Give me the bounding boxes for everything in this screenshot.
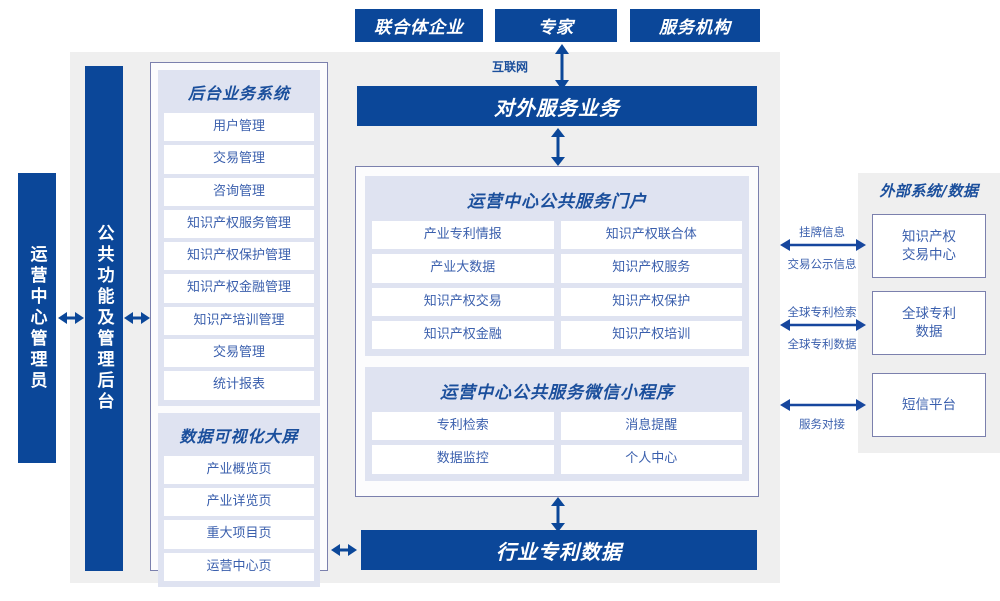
service-to-portal-arrow <box>551 128 565 166</box>
portal-item[interactable]: 知识产权联合体 <box>560 221 742 250</box>
connector-label-trade-disclosure: 交易公示信息 <box>787 257 857 271</box>
connector-arrow-sms <box>780 399 866 411</box>
list-item[interactable]: 知识产权保护管理 <box>164 242 314 271</box>
list-item[interactable]: 知识产权服务管理 <box>164 209 314 239</box>
external-service-bar[interactable]: 对外服务业务 <box>357 86 757 126</box>
group-title-public-service-portal: 运营中心公共服务门户 <box>467 192 647 212</box>
portal-item[interactable]: 产业专利情报 <box>372 221 554 250</box>
portal-service-grid: 产业专利情报 知识产权联合体 产业大数据 知识产权服务 知识产权交易 知识产权保… <box>372 221 742 350</box>
external-box-label: 全球专利数据 <box>902 305 956 340</box>
center-portal-panel: 运营中心公共服务门户 产业专利情报 知识产权联合体 产业大数据 知识产权服务 知… <box>355 166 759 497</box>
external-box-sms-platform[interactable]: 短信平台 <box>872 373 986 437</box>
miniprogram-grid: 专利检索 消息提醒 数据监控 个人中心 <box>372 412 742 474</box>
list-item[interactable]: 产业概览页 <box>164 455 314 484</box>
list-item[interactable]: 用户管理 <box>164 113 314 142</box>
list-item[interactable]: 咨询管理 <box>164 177 314 206</box>
internet-label: 互联网 <box>492 60 529 74</box>
backoffice-group-data-visualization: 数据可视化大屏 产业概览页 产业详览页 重大项目页 运营中心页 <box>158 412 320 587</box>
portal-item[interactable]: 知识产权交易 <box>372 287 554 316</box>
portal-item[interactable]: 知识产权服务 <box>560 254 742 283</box>
portal-item[interactable]: 知识产权金融 <box>372 320 554 350</box>
group-title-data-visualization: 数据可视化大屏 <box>179 426 299 446</box>
connector-label-service-docking: 服务对接 <box>799 417 845 431</box>
list-item[interactable]: 重大项目页 <box>164 520 314 549</box>
left-column-operator[interactable]: 运营中心管理员 <box>18 173 56 463</box>
backend-to-panel-arrow <box>124 312 150 324</box>
connector-arrow-ip-trading <box>780 239 866 251</box>
miniprogram-item[interactable]: 数据监控 <box>372 445 554 474</box>
external-box-label: 知识产权交易中心 <box>902 228 956 263</box>
external-box-ip-trading-center[interactable]: 知识产权交易中心 <box>872 214 986 278</box>
miniprogram-item[interactable]: 专利检索 <box>372 412 554 441</box>
portal-to-industry-arrow <box>551 497 565 532</box>
list-item[interactable]: 交易管理 <box>164 145 314 174</box>
connector-label-global-patent-data: 全球专利数据 <box>787 337 857 351</box>
portal-group-public-service: 运营中心公共服务门户 产业专利情报 知识产权联合体 产业大数据 知识产权服务 知… <box>365 176 749 357</box>
portal-item[interactable]: 知识产权培训 <box>560 320 742 350</box>
internet-arrow <box>555 44 569 90</box>
backoffice-to-industry-arrow <box>331 544 357 556</box>
miniprogram-item[interactable]: 消息提醒 <box>560 412 742 441</box>
portal-item[interactable]: 产业大数据 <box>372 254 554 283</box>
backoffice-group-business-system: 后台业务系统 用户管理 交易管理 咨询管理 知识产权服务管理 知识产权保护管理 … <box>158 70 320 406</box>
left-column-common-functions[interactable]: 公共功能及管理后台 <box>85 66 123 571</box>
connector-label-listing-info: 挂牌信息 <box>799 225 845 239</box>
group-title-business-system: 后台业务系统 <box>187 84 290 103</box>
portal-group-miniprogram: 运营中心公共服务微信小程序 专利检索 消息提醒 数据监控 个人中心 <box>365 367 749 481</box>
external-systems-title: 外部系统/数据 <box>879 182 979 200</box>
operator-to-backend-arrow <box>58 312 84 324</box>
actor-box-service-org[interactable]: 服务机构 <box>630 9 760 42</box>
list-item[interactable]: 知识产权金融管理 <box>164 274 314 303</box>
connector-arrow-global-patent <box>780 319 866 331</box>
list-item[interactable]: 统计报表 <box>164 371 314 400</box>
list-item[interactable]: 运营中心页 <box>164 552 314 581</box>
miniprogram-item[interactable]: 个人中心 <box>560 445 742 474</box>
portal-item[interactable]: 知识产权保护 <box>560 287 742 316</box>
actor-box-expert[interactable]: 专家 <box>495 9 617 42</box>
list-item[interactable]: 产业详览页 <box>164 487 314 517</box>
backoffice-panel: 后台业务系统 用户管理 交易管理 咨询管理 知识产权服务管理 知识产权保护管理 … <box>150 62 328 587</box>
list-item[interactable]: 交易管理 <box>164 339 314 368</box>
list-item[interactable]: 知识产培训管理 <box>164 306 314 336</box>
industry-patent-data-bar[interactable]: 行业专利数据 <box>361 530 757 570</box>
group-title-miniprogram: 运营中心公共服务微信小程序 <box>440 383 674 404</box>
external-box-label: 短信平台 <box>902 396 956 413</box>
actor-box-consortium[interactable]: 联合体企业 <box>355 9 483 42</box>
external-box-global-patent-data[interactable]: 全球专利数据 <box>872 291 986 355</box>
connector-label-global-patent-search: 全球专利检索 <box>787 305 857 319</box>
